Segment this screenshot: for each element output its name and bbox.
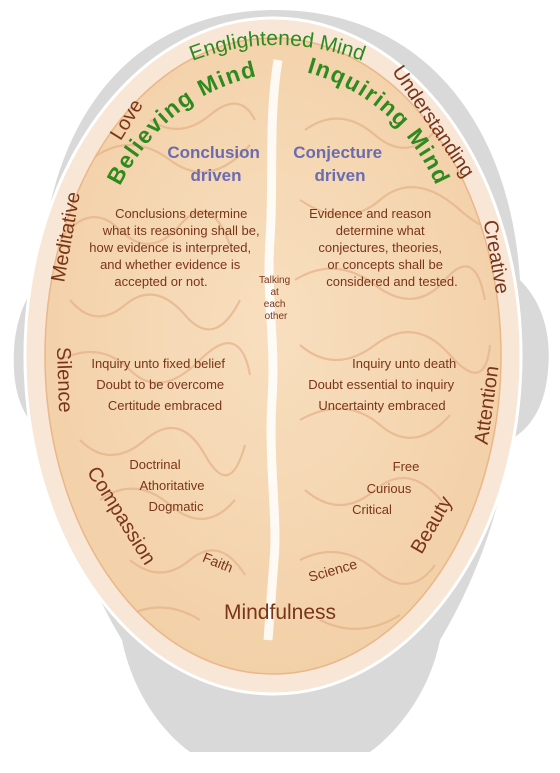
left-stances: Inquiry unto fixed belief Doubt to be ov… (91, 356, 228, 413)
right-stances: Inquiry unto death Doubt essential to in… (308, 356, 460, 413)
perimeter-silence: Silence (52, 347, 76, 413)
left-drive: Conclusion driven (167, 143, 264, 185)
center-note: Talking at each other (259, 275, 293, 322)
central-fissure (263, 59, 283, 641)
right-description: Evidence and reason determine what conje… (309, 206, 458, 289)
left-trait-dogmatic: Dogmatic (149, 499, 204, 514)
right-trait-critical: Critical (352, 502, 392, 517)
left-trait-athoritative: Athoritative (139, 478, 204, 493)
right-drive: Conjecture driven (293, 143, 387, 185)
right-trait-free: Free (393, 459, 420, 474)
mindfulness-footer: Mindfulness (224, 601, 336, 624)
right-trait-curious: Curious (367, 481, 412, 496)
left-description: Conclusions determine what its reasoning… (89, 206, 263, 289)
left-trait-doctrinal: Doctrinal (129, 457, 180, 472)
